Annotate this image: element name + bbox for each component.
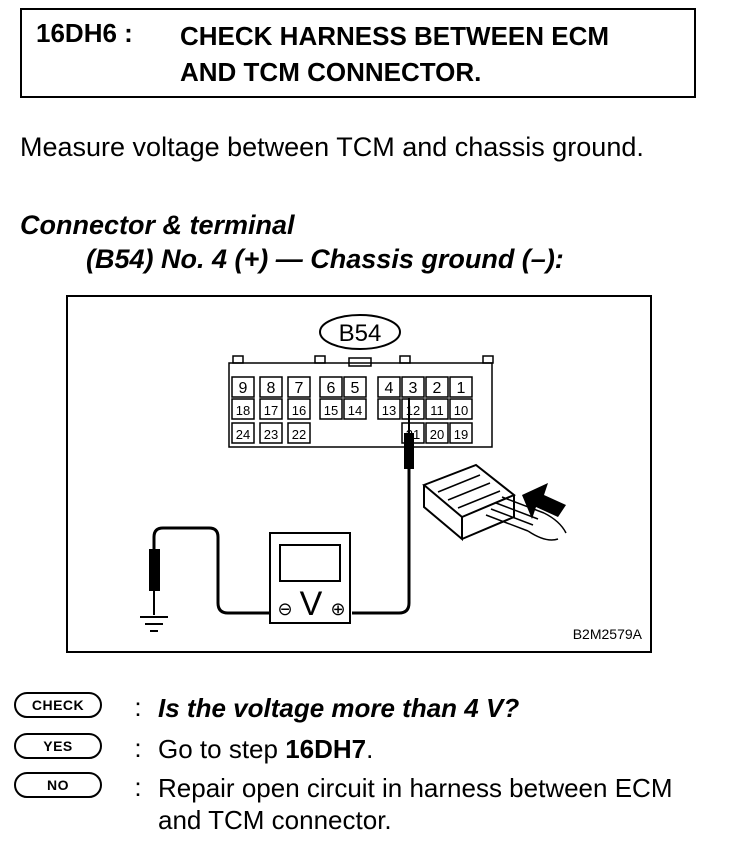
positive-probe	[352, 398, 414, 615]
terminal-8-cell	[259, 376, 283, 398]
answer-colon: :	[134, 733, 142, 763]
answer-colon: :	[134, 772, 142, 802]
terminal-2-cell	[425, 376, 449, 398]
terminal-20-cell	[425, 422, 449, 444]
yes-action: Go to step 16DH7.	[158, 733, 718, 765]
terminal-15: 15	[324, 403, 338, 418]
terminal-16: 16	[292, 403, 306, 418]
voltmeter-plus-terminal: ⊕	[330, 599, 345, 620]
no-badge: NO	[14, 772, 102, 798]
terminal-5-cell	[343, 376, 367, 398]
terminal-24-cell	[231, 422, 255, 444]
terminal-4-cell	[377, 376, 401, 398]
terminal-22-cell	[287, 422, 311, 444]
terminal-19: 19	[454, 427, 468, 442]
terminal-22: 22	[292, 427, 306, 442]
yes-action-step-link: 16DH7	[285, 734, 367, 764]
step-code: 16DH6 :	[36, 18, 133, 48]
voltmeter-minus-terminal: ⊖	[277, 599, 292, 620]
terminal-7-cell	[287, 376, 311, 398]
terminal-1: 1	[457, 380, 466, 397]
connector-housing	[228, 355, 494, 448]
figure-code: B2M2579A	[573, 626, 643, 642]
no-action: Repair open circuit in harness between E…	[158, 773, 673, 835]
terminal-14: 14	[348, 403, 362, 418]
terminal-10: 10	[454, 403, 468, 418]
step-title-line-2: AND TCM CONNECTOR.	[180, 57, 482, 87]
connector-label: B54	[339, 320, 382, 347]
terminal-6-cell	[319, 376, 343, 398]
terminal-10-cell	[449, 398, 473, 420]
diagram-frame	[66, 295, 652, 653]
wiring-diagram: B54 987654321181716151413121110242322212…	[66, 295, 652, 653]
terminal-15-cell	[319, 398, 343, 420]
negative-probe	[149, 526, 270, 615]
terminal-12: 12	[406, 403, 420, 418]
ground-symbol	[140, 616, 168, 632]
step-header-box: 16DH6 : CHECK HARNESS BETWEEN ECM AND TC…	[20, 8, 696, 98]
terminal-23: 23	[264, 427, 278, 442]
terminal-14-cell	[343, 398, 367, 420]
terminal-17: 17	[264, 403, 278, 418]
terminal-8: 8	[267, 380, 276, 397]
terminal-4: 4	[385, 380, 394, 397]
terminal-19-cell	[449, 422, 473, 444]
connector-sketch	[422, 463, 567, 542]
terminal-18-cell	[231, 398, 255, 420]
answer-yes-row: YES : Go to step 16DH7.	[14, 733, 718, 765]
terminal-9-cell	[231, 376, 255, 398]
terminal-13: 13	[382, 403, 396, 418]
answer-no-row: NO : Repair open circuit in harness betw…	[14, 772, 718, 836]
terminal-24: 24	[236, 427, 250, 442]
connector-spec: (B54) No. 4 (+) — Chassis ground (–):	[86, 244, 564, 274]
step-title: CHECK HARNESS BETWEEN ECM AND TCM CONNEC…	[180, 18, 609, 90]
terminal-3-cell	[401, 376, 425, 398]
terminal-1-cell	[449, 376, 473, 398]
terminal-5: 5	[351, 380, 360, 397]
check-question: Is the voltage more than 4 V?	[158, 693, 520, 723]
terminal-18: 18	[236, 403, 250, 418]
answer-check-row: CHECK : Is the voltage more than 4 V?	[14, 692, 718, 724]
answer-colon: :	[134, 692, 142, 722]
terminal-7: 7	[295, 380, 304, 397]
connector-terminals: 987654321181716151413121110242322212019	[231, 376, 473, 444]
voltmeter: V ⊖ ⊕	[269, 532, 351, 624]
terminal-12-cell	[401, 398, 425, 420]
voltmeter-letter: V	[300, 585, 323, 623]
arrow-icon	[522, 483, 566, 519]
yes-action-suffix: .	[366, 734, 374, 764]
terminal-6: 6	[327, 380, 336, 397]
terminal-23-cell	[259, 422, 283, 444]
terminal-17-cell	[259, 398, 283, 420]
terminal-3: 3	[409, 380, 418, 397]
yes-action-prefix: Go to step	[158, 734, 286, 764]
connector-heading: Connector & terminal	[20, 210, 295, 240]
yes-badge: YES	[14, 733, 102, 759]
check-badge: CHECK	[14, 692, 102, 718]
terminal-2: 2	[433, 380, 442, 397]
step-title-line-1: CHECK HARNESS BETWEEN ECM	[180, 21, 610, 51]
terminal-9: 9	[239, 380, 248, 397]
connector-label-oval	[319, 314, 401, 350]
terminal-11: 11	[430, 403, 444, 418]
intro-text: Measure voltage between TCM and chassis …	[20, 132, 644, 162]
terminal-11-cell	[425, 398, 449, 420]
terminal-16-cell	[287, 398, 311, 420]
terminal-13-cell	[377, 398, 401, 420]
terminal-20: 20	[430, 427, 444, 442]
